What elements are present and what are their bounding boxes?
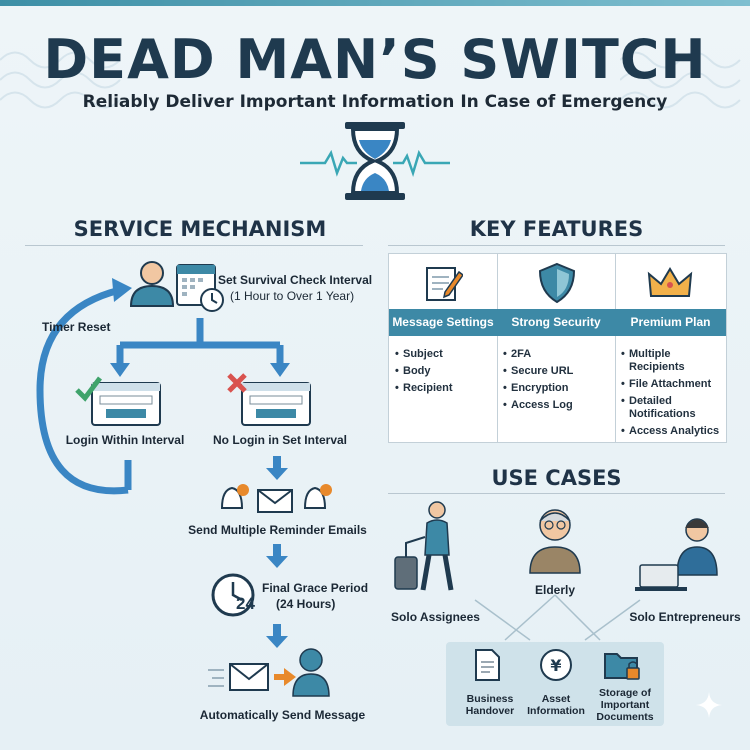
timer-reset-label: Timer Reset bbox=[42, 320, 111, 334]
use-cases-divider bbox=[388, 493, 725, 494]
use-case-categories-panel: ¥ Business Handover Asset Information St… bbox=[446, 642, 664, 726]
feature-item: Access Log bbox=[503, 399, 573, 412]
use-cases-diagram bbox=[394, 501, 718, 641]
feature-list-strong-security: 2FA Secure URL Encryption Access Log bbox=[503, 348, 573, 416]
locked-folder-icon bbox=[604, 653, 640, 680]
page-title: DEAD MAN’S SWITCH bbox=[43, 28, 707, 91]
use-case-solo-assignees: Solo Assignees bbox=[391, 610, 480, 624]
category-asset-information: Asset Information bbox=[527, 693, 585, 717]
elderly-icon bbox=[529, 509, 581, 574]
yen-coin-icon: ¥ bbox=[540, 649, 572, 681]
login-success-window bbox=[75, 376, 161, 426]
sparkle-icon bbox=[696, 692, 722, 718]
feature-column-premium-plan: Premium Plan Multiple Recipients File At… bbox=[615, 254, 726, 442]
use-cases-title: USE CASES bbox=[491, 466, 622, 490]
feature-item: Recipient bbox=[395, 382, 453, 395]
no-login-label: No Login in Set Interval bbox=[212, 433, 347, 447]
pencil-paper-icon bbox=[426, 267, 463, 301]
grace-hours-number: 24 bbox=[236, 594, 255, 613]
feature-item: 2FA bbox=[503, 348, 573, 361]
document-icon bbox=[475, 649, 500, 681]
login-within-label: Login Within Interval bbox=[65, 433, 185, 447]
feature-item: Body bbox=[395, 365, 453, 378]
shield-icon bbox=[538, 262, 576, 304]
use-case-solo-entrepreneurs: Solo Entrepreneurs bbox=[629, 610, 741, 624]
feature-item: Encryption bbox=[503, 382, 573, 395]
wave-pattern-right bbox=[620, 51, 741, 109]
feature-header-premium-plan: Premium Plan bbox=[615, 309, 726, 336]
page-subtitle: Reliably Deliver Important Information I… bbox=[82, 92, 668, 112]
reminder-emails-label: Send Multiple Reminder Emails bbox=[188, 523, 367, 537]
feature-item: Multiple Recipients bbox=[621, 348, 726, 374]
crown-icon bbox=[647, 267, 693, 297]
feature-header-strong-security: Strong Security bbox=[497, 309, 615, 336]
calendar-clock-icon bbox=[176, 264, 224, 312]
key-features-title: KEY FEATURES bbox=[469, 217, 644, 241]
top-accent-bar bbox=[0, 0, 750, 6]
wave-pattern-left bbox=[0, 51, 121, 109]
feature-column-strong-security: Strong Security 2FA Secure URL Encryptio… bbox=[497, 254, 616, 442]
feature-item: Detailed Notifications bbox=[621, 395, 726, 421]
hourglass-heartbeat-icon bbox=[300, 122, 450, 200]
feature-list-premium-plan: Multiple Recipients File Attachment Deta… bbox=[621, 348, 726, 442]
solo-assignee-icon bbox=[394, 501, 454, 591]
solo-entrepreneur-icon bbox=[635, 518, 718, 591]
step-set-interval-range: (1 Hour to Over 1 Year) bbox=[230, 289, 355, 303]
feature-list-message-settings: Subject Body Recipient bbox=[395, 348, 453, 399]
login-failed-window bbox=[227, 373, 311, 426]
grace-period-clock-icon bbox=[211, 573, 255, 617]
grace-period-hours: (24 Hours) bbox=[276, 597, 336, 611]
mechanism-flow-diagram bbox=[36, 261, 332, 697]
category-business-handover: Business Handover bbox=[465, 693, 515, 717]
service-mechanism-title: SERVICE MECHANISM bbox=[73, 217, 327, 241]
auto-send-label: Automatically Send Message bbox=[199, 708, 366, 722]
svg-text:¥: ¥ bbox=[550, 656, 561, 675]
feature-item: Subject bbox=[395, 348, 453, 361]
category-important-documents: Storage of Important Documents bbox=[596, 687, 654, 723]
feature-item: Secure URL bbox=[503, 365, 573, 378]
auto-send-icon bbox=[208, 648, 330, 697]
grace-period-label: Final Grace Period bbox=[262, 581, 369, 595]
mechanism-divider bbox=[25, 245, 363, 246]
feature-item: Access Analytics bbox=[621, 425, 726, 438]
features-table: Message Settings Subject Body Recipient … bbox=[388, 253, 727, 443]
user-icon bbox=[129, 261, 175, 307]
feature-column-message-settings: Message Settings Subject Body Recipient bbox=[389, 254, 498, 442]
step-set-interval: Set Survival Check Interval bbox=[218, 273, 373, 287]
reminder-bells-icon bbox=[220, 484, 332, 513]
features-divider bbox=[388, 245, 725, 246]
feature-header-message-settings: Message Settings bbox=[389, 309, 497, 336]
feature-item: File Attachment bbox=[621, 378, 726, 391]
use-case-elderly: Elderly bbox=[534, 583, 576, 597]
